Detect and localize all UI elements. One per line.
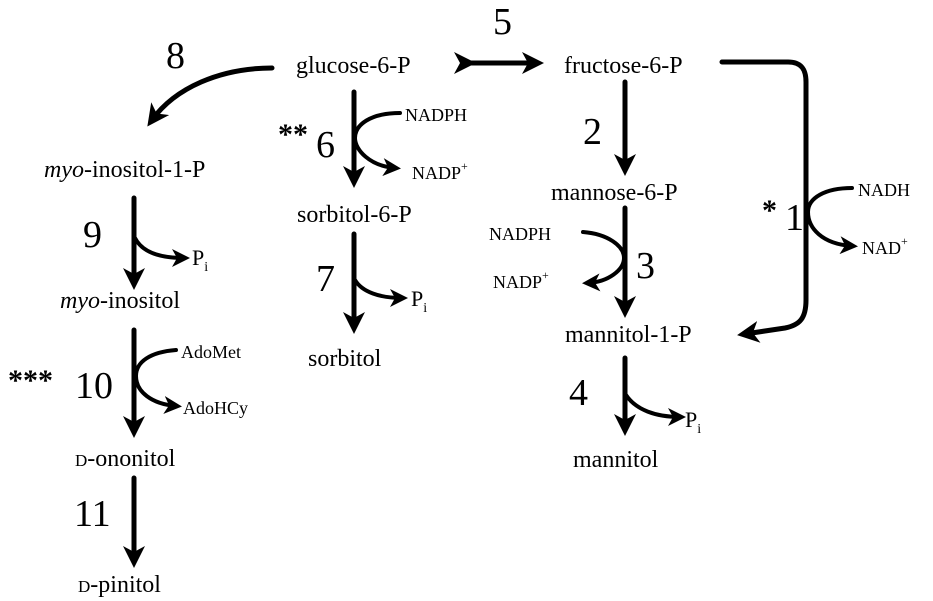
step-2-label: 2: [583, 111, 602, 153]
cofactor-adomet-step10: AdoMet: [181, 342, 241, 362]
phosphate-curve-step4: [624, 393, 686, 426]
step-3-label: 3: [636, 245, 655, 287]
d-pinitol-label: D-pinitol: [78, 572, 161, 598]
cofactor-curve-step1: [805, 186, 858, 255]
phosphate-curve-step9: [133, 236, 190, 267]
fructose-6-p-label: fructose-6-P: [564, 53, 683, 79]
sorbitol-label: sorbitol: [308, 346, 382, 372]
phosphate-label-step7: Pi: [411, 286, 427, 316]
step-8-label: 8: [166, 35, 185, 77]
arrow-step-8: [147, 65, 275, 127]
step-7-label: 7: [316, 258, 335, 300]
sorbitol-6-p-label: sorbitol-6-P: [297, 202, 412, 228]
step-6-star-marker: **: [278, 118, 308, 151]
phosphate-label-step9: Pi: [192, 245, 208, 275]
step-5-label: 5: [493, 1, 512, 43]
cofactor-nadh-step1: NADH: [858, 180, 910, 200]
cofactor-nadp-step3: NADP+: [493, 268, 549, 292]
cofactor-nad-step1: NAD+: [862, 234, 908, 258]
cofactor-nadp-step6: NADP+: [412, 159, 468, 183]
mannose-6-p-label: mannose-6-P: [551, 180, 678, 206]
step-1-label: 1: [785, 197, 804, 239]
glucose-6-p-label: glucose-6-P: [296, 53, 411, 79]
mannitol-label: mannitol: [573, 447, 659, 473]
phosphate-curve-step7: [353, 278, 408, 307]
cofactor-curve-step6: [352, 111, 402, 177]
myo-inositol-1-p-label: myo-inositol-1-P: [44, 157, 205, 183]
step-4-label: 4: [569, 372, 588, 414]
step-1-star-marker: *: [762, 194, 777, 227]
arrow-step-1: [719, 59, 809, 343]
d-ononitol-label: D-ononitol: [75, 446, 176, 472]
cofactor-adohcy-step10: AdoHCy: [183, 398, 248, 418]
step-6-label: 6: [316, 124, 335, 166]
step-10-star-marker: ***: [8, 364, 53, 397]
myo-inositol-label: myo-inositol: [60, 288, 180, 314]
step-10-label: 10: [75, 365, 113, 407]
phosphate-label-step4: Pi: [685, 407, 701, 437]
cofactor-nadph-step6: NADPH: [405, 105, 467, 125]
step-9-label: 9: [83, 214, 102, 256]
cofactor-curve-step3: [581, 230, 627, 292]
step-11-label: 11: [74, 493, 111, 535]
cofactor-curve-step10: [133, 348, 182, 414]
cofactor-nadph-step3: NADPH: [489, 224, 551, 244]
mannitol-1-p-label: mannitol-1-P: [565, 322, 692, 348]
